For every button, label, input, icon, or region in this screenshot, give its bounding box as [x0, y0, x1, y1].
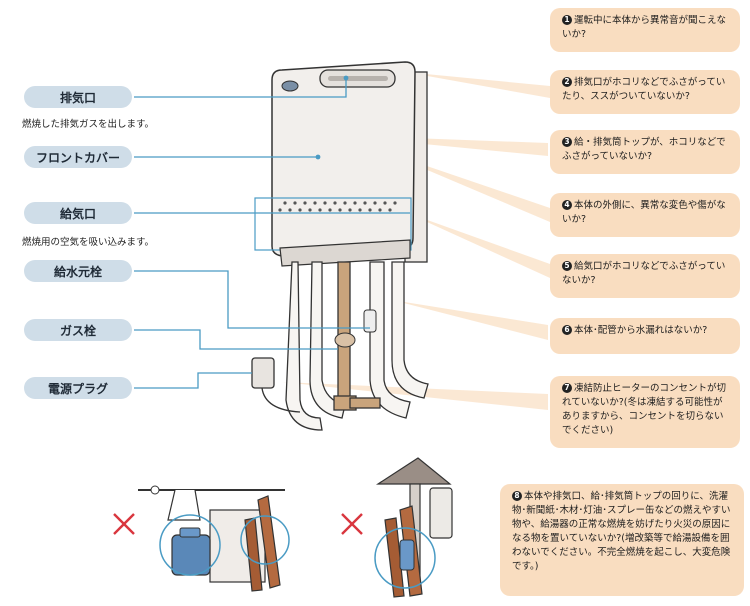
exhaust-pointer-dot: [343, 75, 349, 81]
insulated-pipes: [285, 261, 429, 431]
label-gas-valve: ガス栓: [24, 319, 132, 341]
note-number: 1: [562, 15, 572, 25]
note-number: 5: [562, 261, 572, 271]
label-exhaust: 排気口: [24, 86, 132, 108]
note-text: 給・排気筒トップが、ホコリなどでふさがっていないか?: [562, 137, 726, 162]
note-number: 3: [562, 137, 572, 147]
laundry-hazard-scene: [138, 485, 290, 592]
note-number: 8: [512, 491, 522, 501]
power-plug-shape: [251, 357, 275, 389]
note-number: 4: [562, 200, 572, 210]
intake-vent-dots: [278, 201, 397, 212]
note-text: 本体や排気口、給･排気筒トップの回りに、洗濯物･新聞紙･木材･灯油･スプレー缶な…: [512, 491, 731, 572]
label-front-cover: フロントカバー: [24, 146, 132, 168]
label-power-plug: 電源プラグ: [24, 377, 132, 399]
power-cord: [261, 387, 301, 413]
status-lamp: [281, 80, 299, 92]
note-number: 6: [562, 325, 572, 335]
exhaust-slot: [328, 76, 388, 81]
note-number: 7: [562, 383, 572, 393]
front-cover-pointer-dot: [315, 154, 321, 160]
label-intake: 給気口: [24, 202, 132, 224]
exhaust-description: 燃焼した排気ガスを出します。: [22, 119, 155, 130]
gas-valve-shape: [334, 332, 356, 348]
cross-mark-left: [113, 513, 135, 535]
unit-bottom: [279, 239, 411, 267]
note-text: 本体の外側に、異常な変色や傷がないか?: [562, 200, 726, 225]
cross-mark-right: [341, 513, 363, 535]
note-text: 運転中に本体から異常音が聞こえないか?: [562, 15, 727, 40]
flue-hazard-scene: [374, 457, 453, 598]
note-text: 給気口がホコリなどでふさがっていないか?: [562, 261, 726, 286]
note-text: 本体･配管から水漏れはないか?: [574, 325, 708, 336]
intake-description: 燃焼用の空気を吸い込みます。: [22, 237, 155, 248]
water-valve-shape: [363, 309, 377, 333]
note-text: 凍結防止ヒーターのコンセントが切れていないか?(冬は凍結する可能性がありますから…: [562, 383, 727, 436]
front-cover-shape: [271, 61, 416, 257]
label-water-valve: 給水元栓: [24, 260, 132, 282]
leader-lines: [134, 78, 410, 389]
note-number: 2: [562, 77, 572, 87]
note-text: 排気口がホコリなどでふさがっていたり、ススがついていないか?: [562, 77, 726, 102]
